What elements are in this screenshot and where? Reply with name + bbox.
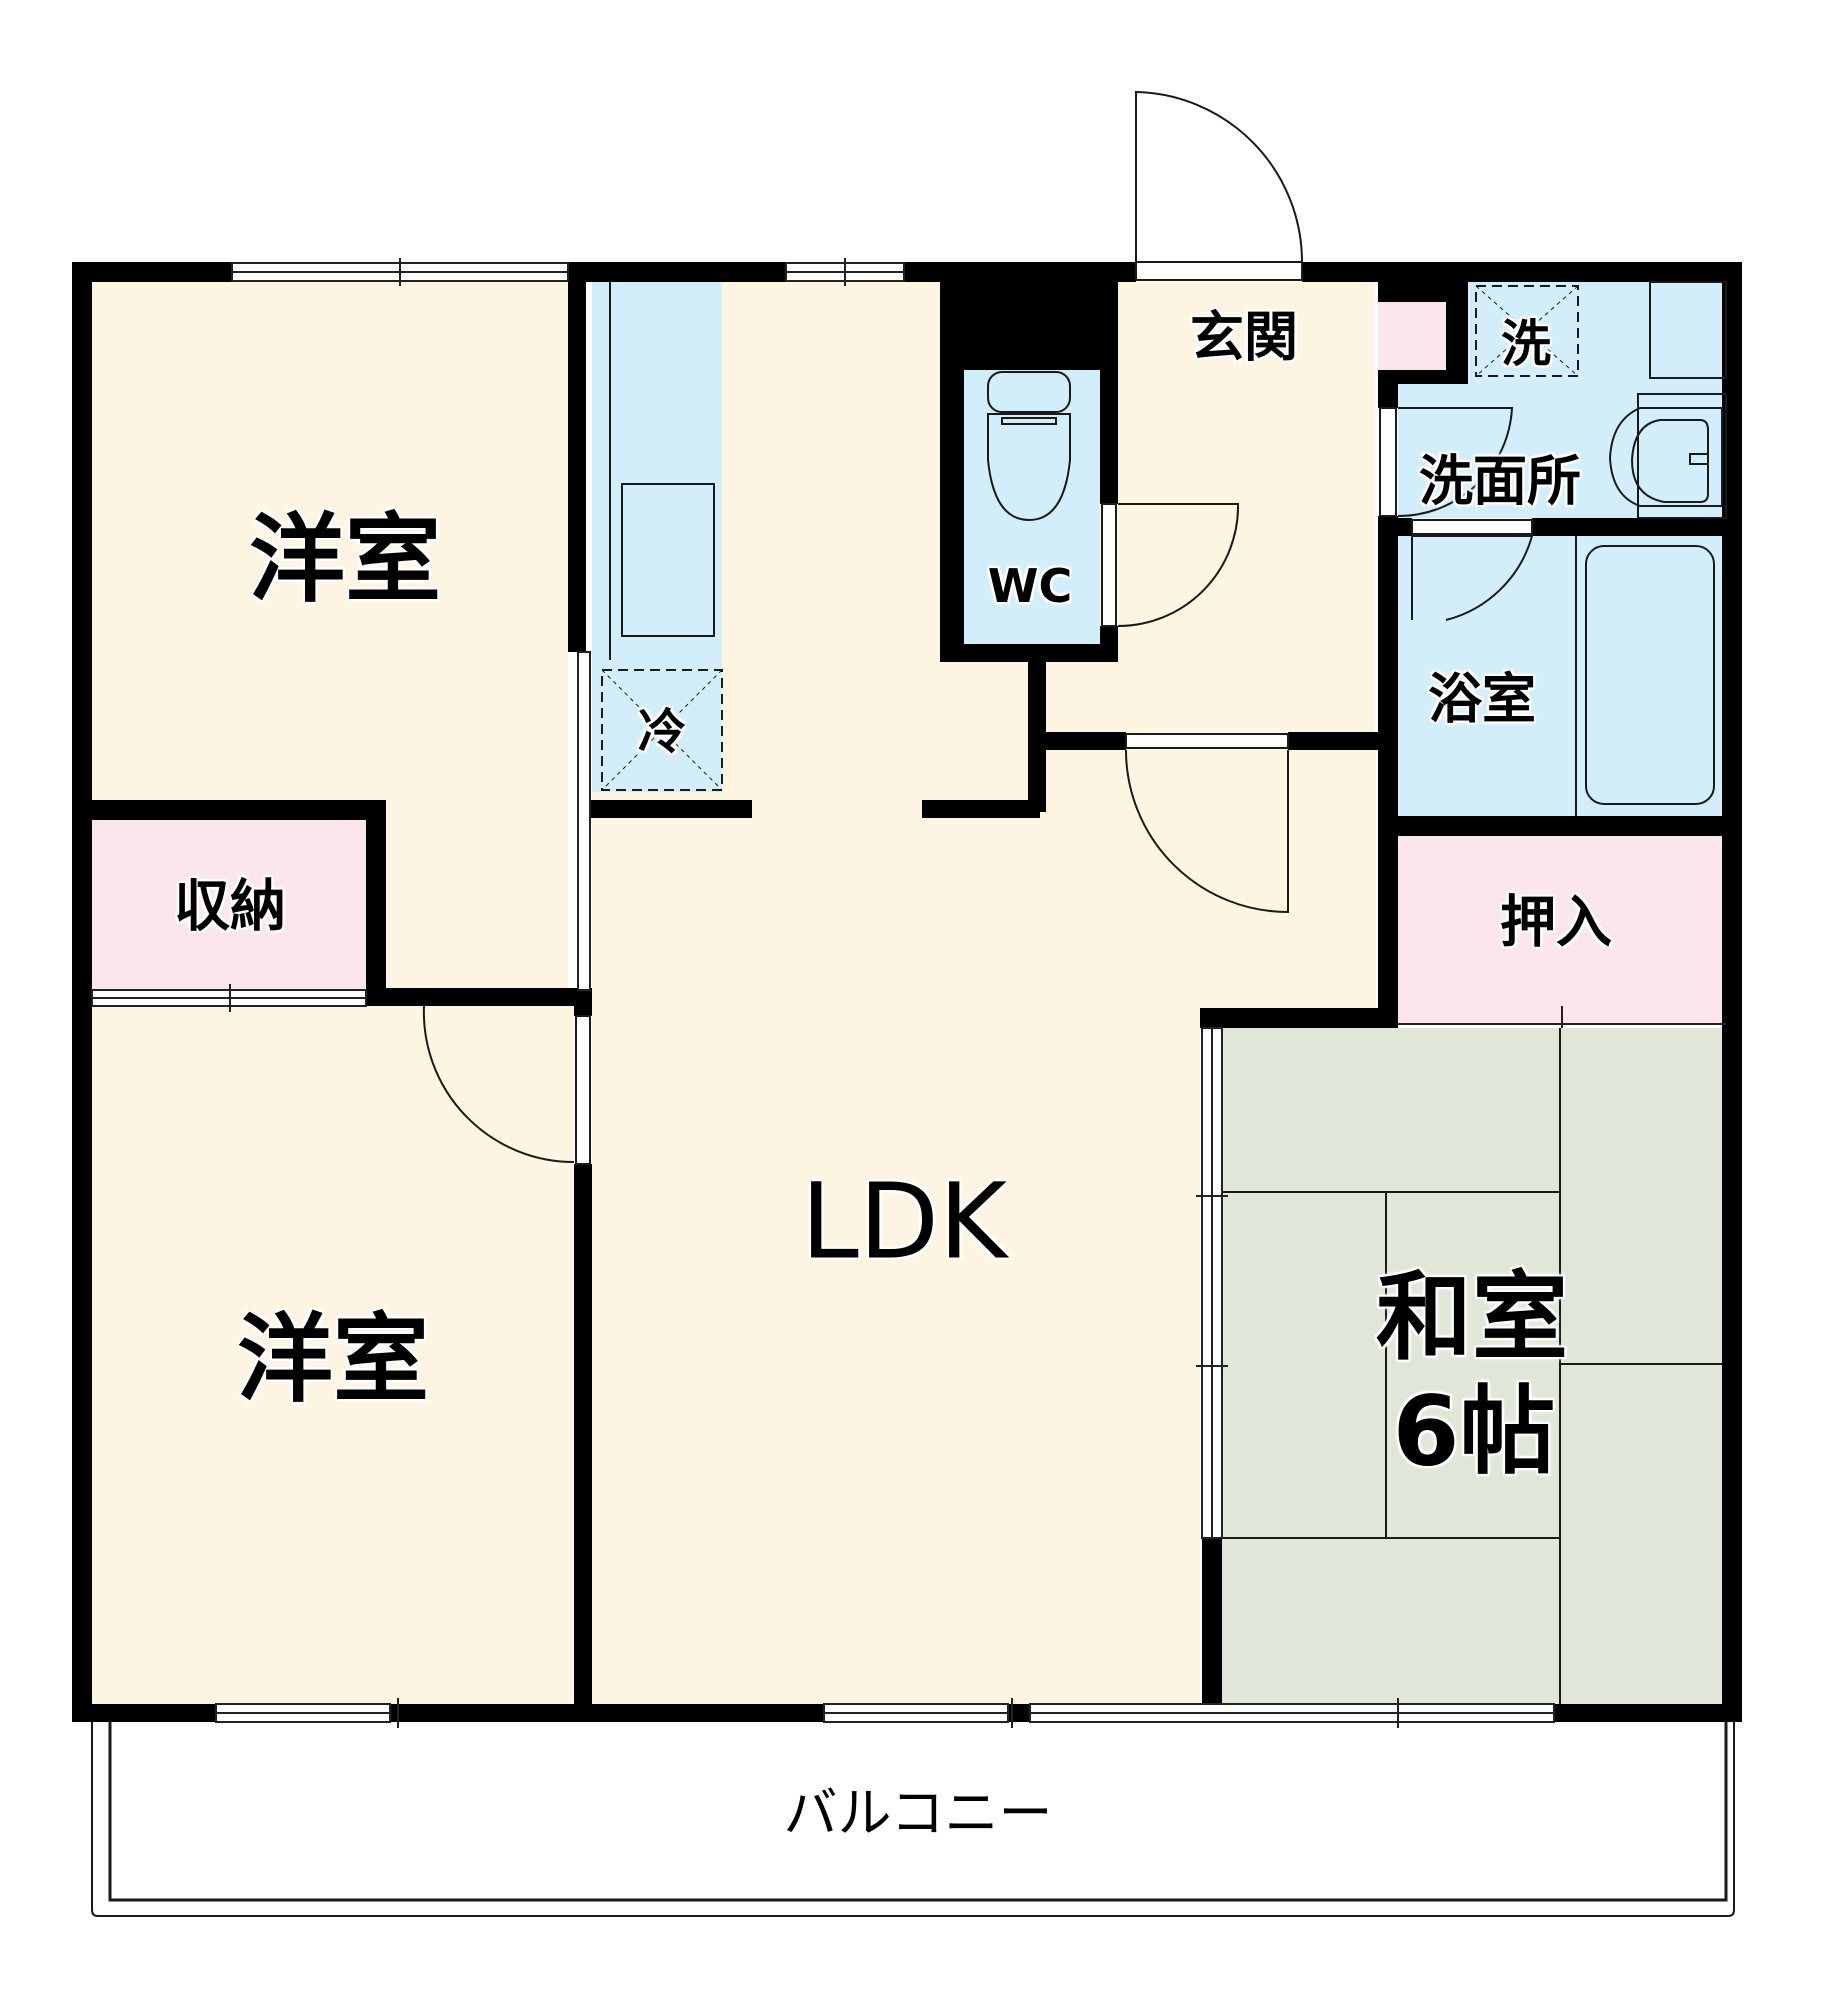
fridge-label: 冷	[637, 703, 687, 760]
bathroom-floor	[1398, 536, 1726, 816]
washer-label: 洗	[1501, 314, 1551, 373]
sink-icon	[621, 483, 715, 637]
western-room-1-floor	[90, 280, 568, 990]
japanese-room-floor	[1222, 1028, 1726, 1704]
entrance-label: 玄関	[1190, 305, 1298, 369]
ldk-label: LDK	[800, 1160, 1008, 1283]
toilet-icon	[987, 371, 1071, 522]
entrance-floor	[1118, 282, 1374, 394]
storage-label: 収納	[174, 874, 286, 940]
balcony-label: バルコニー	[783, 1781, 1053, 1845]
closet-floor	[1398, 836, 1726, 1024]
japanese-room-size: 6帖	[1392, 1375, 1556, 1488]
bathroom-label: 浴室	[1428, 667, 1536, 731]
washroom-label: 洗面所	[1419, 449, 1581, 513]
balcony	[91, 1722, 1735, 1917]
doors	[422, 90, 1534, 1165]
washroom-floor	[1398, 282, 1726, 518]
storage-floor	[92, 820, 368, 990]
fridge-space	[602, 670, 722, 790]
tatami-lines	[1222, 1028, 1726, 1704]
toilet-label: WC	[987, 558, 1073, 613]
western-room-2-floor	[90, 1006, 574, 1704]
japanese-room-label: 和室	[1376, 1261, 1568, 1374]
ldk-floor	[592, 280, 1376, 1704]
walls	[72, 262, 1742, 1722]
closet-label: 押入	[1500, 890, 1612, 956]
western-room-2-label: 洋室	[237, 1303, 429, 1416]
windows	[91, 258, 1726, 1728]
western-room-1-label: 洋室	[249, 503, 441, 616]
bathtub-icon	[1585, 545, 1715, 805]
washer-icon	[1475, 285, 1579, 377]
fridge-icon	[601, 669, 723, 791]
toilet-floor	[964, 370, 1100, 648]
wash-basin-icon	[1608, 393, 1727, 519]
fixtures	[601, 281, 1727, 816]
